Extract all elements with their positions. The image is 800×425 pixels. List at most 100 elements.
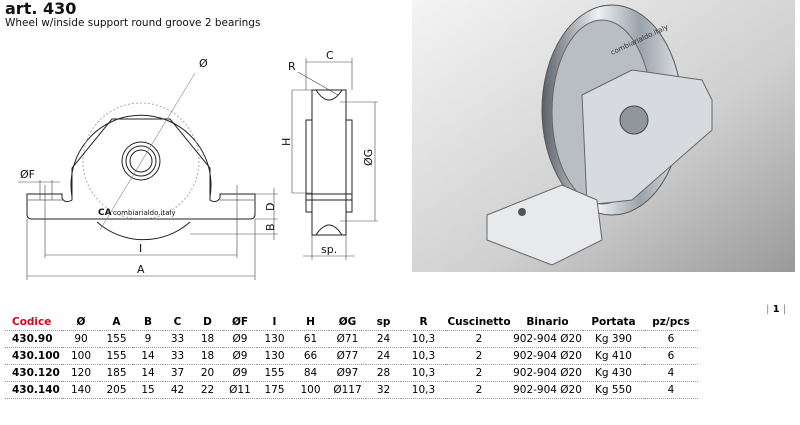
table-cell: 175 bbox=[257, 381, 292, 399]
table-cell: 15 bbox=[133, 381, 163, 399]
table-cell: 24 bbox=[366, 347, 401, 365]
product-code: 430.120 bbox=[5, 364, 62, 382]
col-codice: Codice bbox=[5, 314, 62, 331]
table-cell: Kg 390 bbox=[583, 330, 644, 348]
table-cell: 902-904 Ø20 bbox=[512, 364, 583, 382]
table-cell: Ø117 bbox=[329, 381, 366, 399]
table-cell: 18 bbox=[192, 347, 223, 365]
table-cell: 6 bbox=[644, 330, 698, 348]
article-subtitle: Wheel w/inside support round groove 2 be… bbox=[5, 17, 261, 29]
table-cell: 9 bbox=[133, 330, 163, 348]
table-cell: 61 bbox=[292, 330, 329, 348]
table-cell: 205 bbox=[100, 381, 133, 399]
col-b: B bbox=[133, 314, 163, 331]
drawing-logo: CA bbox=[98, 208, 112, 218]
label-diameter-f: ØF bbox=[20, 168, 35, 181]
col-i: I bbox=[257, 314, 292, 331]
table-cell: 185 bbox=[100, 364, 133, 382]
table-cell: 155 bbox=[100, 330, 133, 348]
table-cell: 33 bbox=[163, 330, 192, 348]
table-cell: 66 bbox=[292, 347, 329, 365]
table-cell: 2 bbox=[446, 364, 512, 382]
table-cell: 14 bbox=[133, 347, 163, 365]
drawing-logo-text: combiarialdo.italy bbox=[113, 209, 176, 217]
table-header-row: Codice Ø A B C D ØF I H ØG sp R Cuscinet… bbox=[5, 314, 698, 331]
table-cell: 24 bbox=[366, 330, 401, 348]
table-cell: Kg 430 bbox=[583, 364, 644, 382]
col-diameter-g: ØG bbox=[329, 314, 366, 331]
col-sp: sp bbox=[366, 314, 401, 331]
col-cuscinetto: Cuscinetto bbox=[446, 314, 512, 331]
table-cell: 140 bbox=[62, 381, 100, 399]
table-cell: 28 bbox=[366, 364, 401, 382]
col-pz-pcs: pz/pcs bbox=[644, 314, 698, 331]
col-a: A bbox=[100, 314, 133, 331]
table-cell: 130 bbox=[257, 330, 292, 348]
table-cell: 4 bbox=[644, 381, 698, 399]
table-cell: Ø11 bbox=[223, 381, 257, 399]
table-cell: Ø77 bbox=[329, 347, 366, 365]
label-d: D bbox=[264, 203, 277, 211]
table-cell: Ø9 bbox=[223, 364, 257, 382]
table-cell: 100 bbox=[62, 347, 100, 365]
table-cell: Ø9 bbox=[223, 330, 257, 348]
product-code: 430.100 bbox=[5, 347, 62, 365]
table-cell: 155 bbox=[100, 347, 133, 365]
table-cell: 2 bbox=[446, 381, 512, 399]
table-cell: Kg 550 bbox=[583, 381, 644, 399]
product-code: 430.90 bbox=[5, 330, 62, 348]
table-cell: 10,3 bbox=[401, 381, 446, 399]
table-cell: 130 bbox=[257, 347, 292, 365]
col-diameter-f: ØF bbox=[223, 314, 257, 331]
page-link-1[interactable]: 1 bbox=[772, 304, 780, 315]
article-title: art. 430 bbox=[5, 0, 77, 18]
table-cell: 10,3 bbox=[401, 347, 446, 365]
col-h: H bbox=[292, 314, 329, 331]
table-cell: 100 bbox=[292, 381, 329, 399]
table-cell: 18 bbox=[192, 330, 223, 348]
table-cell: Kg 410 bbox=[583, 347, 644, 365]
product-code: 430.140 bbox=[5, 381, 62, 399]
table-cell: 4 bbox=[644, 364, 698, 382]
label-c: C bbox=[326, 49, 334, 62]
product-photo: combiarialdo.italy bbox=[412, 0, 795, 272]
label-sp: sp. bbox=[321, 243, 337, 256]
table-cell: 37 bbox=[163, 364, 192, 382]
table-cell: 10,3 bbox=[401, 364, 446, 382]
table-cell: 22 bbox=[192, 381, 223, 399]
table-cell: 84 bbox=[292, 364, 329, 382]
label-diameter-g: ØG bbox=[362, 149, 375, 166]
table-cell: 6 bbox=[644, 347, 698, 365]
label-a: A bbox=[137, 263, 145, 276]
table-cell: 33 bbox=[163, 347, 192, 365]
table-cell: 120 bbox=[62, 364, 100, 382]
col-diameter: Ø bbox=[62, 314, 100, 331]
table-cell: 2 bbox=[446, 347, 512, 365]
label-b: B bbox=[264, 223, 277, 231]
table-cell: 2 bbox=[446, 330, 512, 348]
table-cell: Ø9 bbox=[223, 347, 257, 365]
label-h: H bbox=[280, 138, 293, 146]
table-cell: 42 bbox=[163, 381, 192, 399]
table-cell: 902-904 Ø20 bbox=[512, 381, 583, 399]
label-i: I bbox=[139, 242, 142, 255]
table-cell: 155 bbox=[257, 364, 292, 382]
technical-drawing: Ø ØF I A D B C R H ØG sp. CA combiariald… bbox=[18, 49, 378, 280]
table-cell: 32 bbox=[366, 381, 401, 399]
table-cell: Ø97 bbox=[329, 364, 366, 382]
table-cell: 902-904 Ø20 bbox=[512, 330, 583, 348]
table-cell: 90 bbox=[62, 330, 100, 348]
label-r: R bbox=[288, 60, 296, 73]
specs-table: Codice Ø A B C D ØF I H ØG sp R Cuscinet… bbox=[5, 314, 698, 399]
col-r: R bbox=[401, 314, 446, 331]
table-cell: 14 bbox=[133, 364, 163, 382]
table-cell: 20 bbox=[192, 364, 223, 382]
col-portata: Portata bbox=[583, 314, 644, 331]
col-c: C bbox=[163, 314, 192, 331]
label-diameter: Ø bbox=[199, 57, 208, 70]
table-cell: 902-904 Ø20 bbox=[512, 347, 583, 365]
